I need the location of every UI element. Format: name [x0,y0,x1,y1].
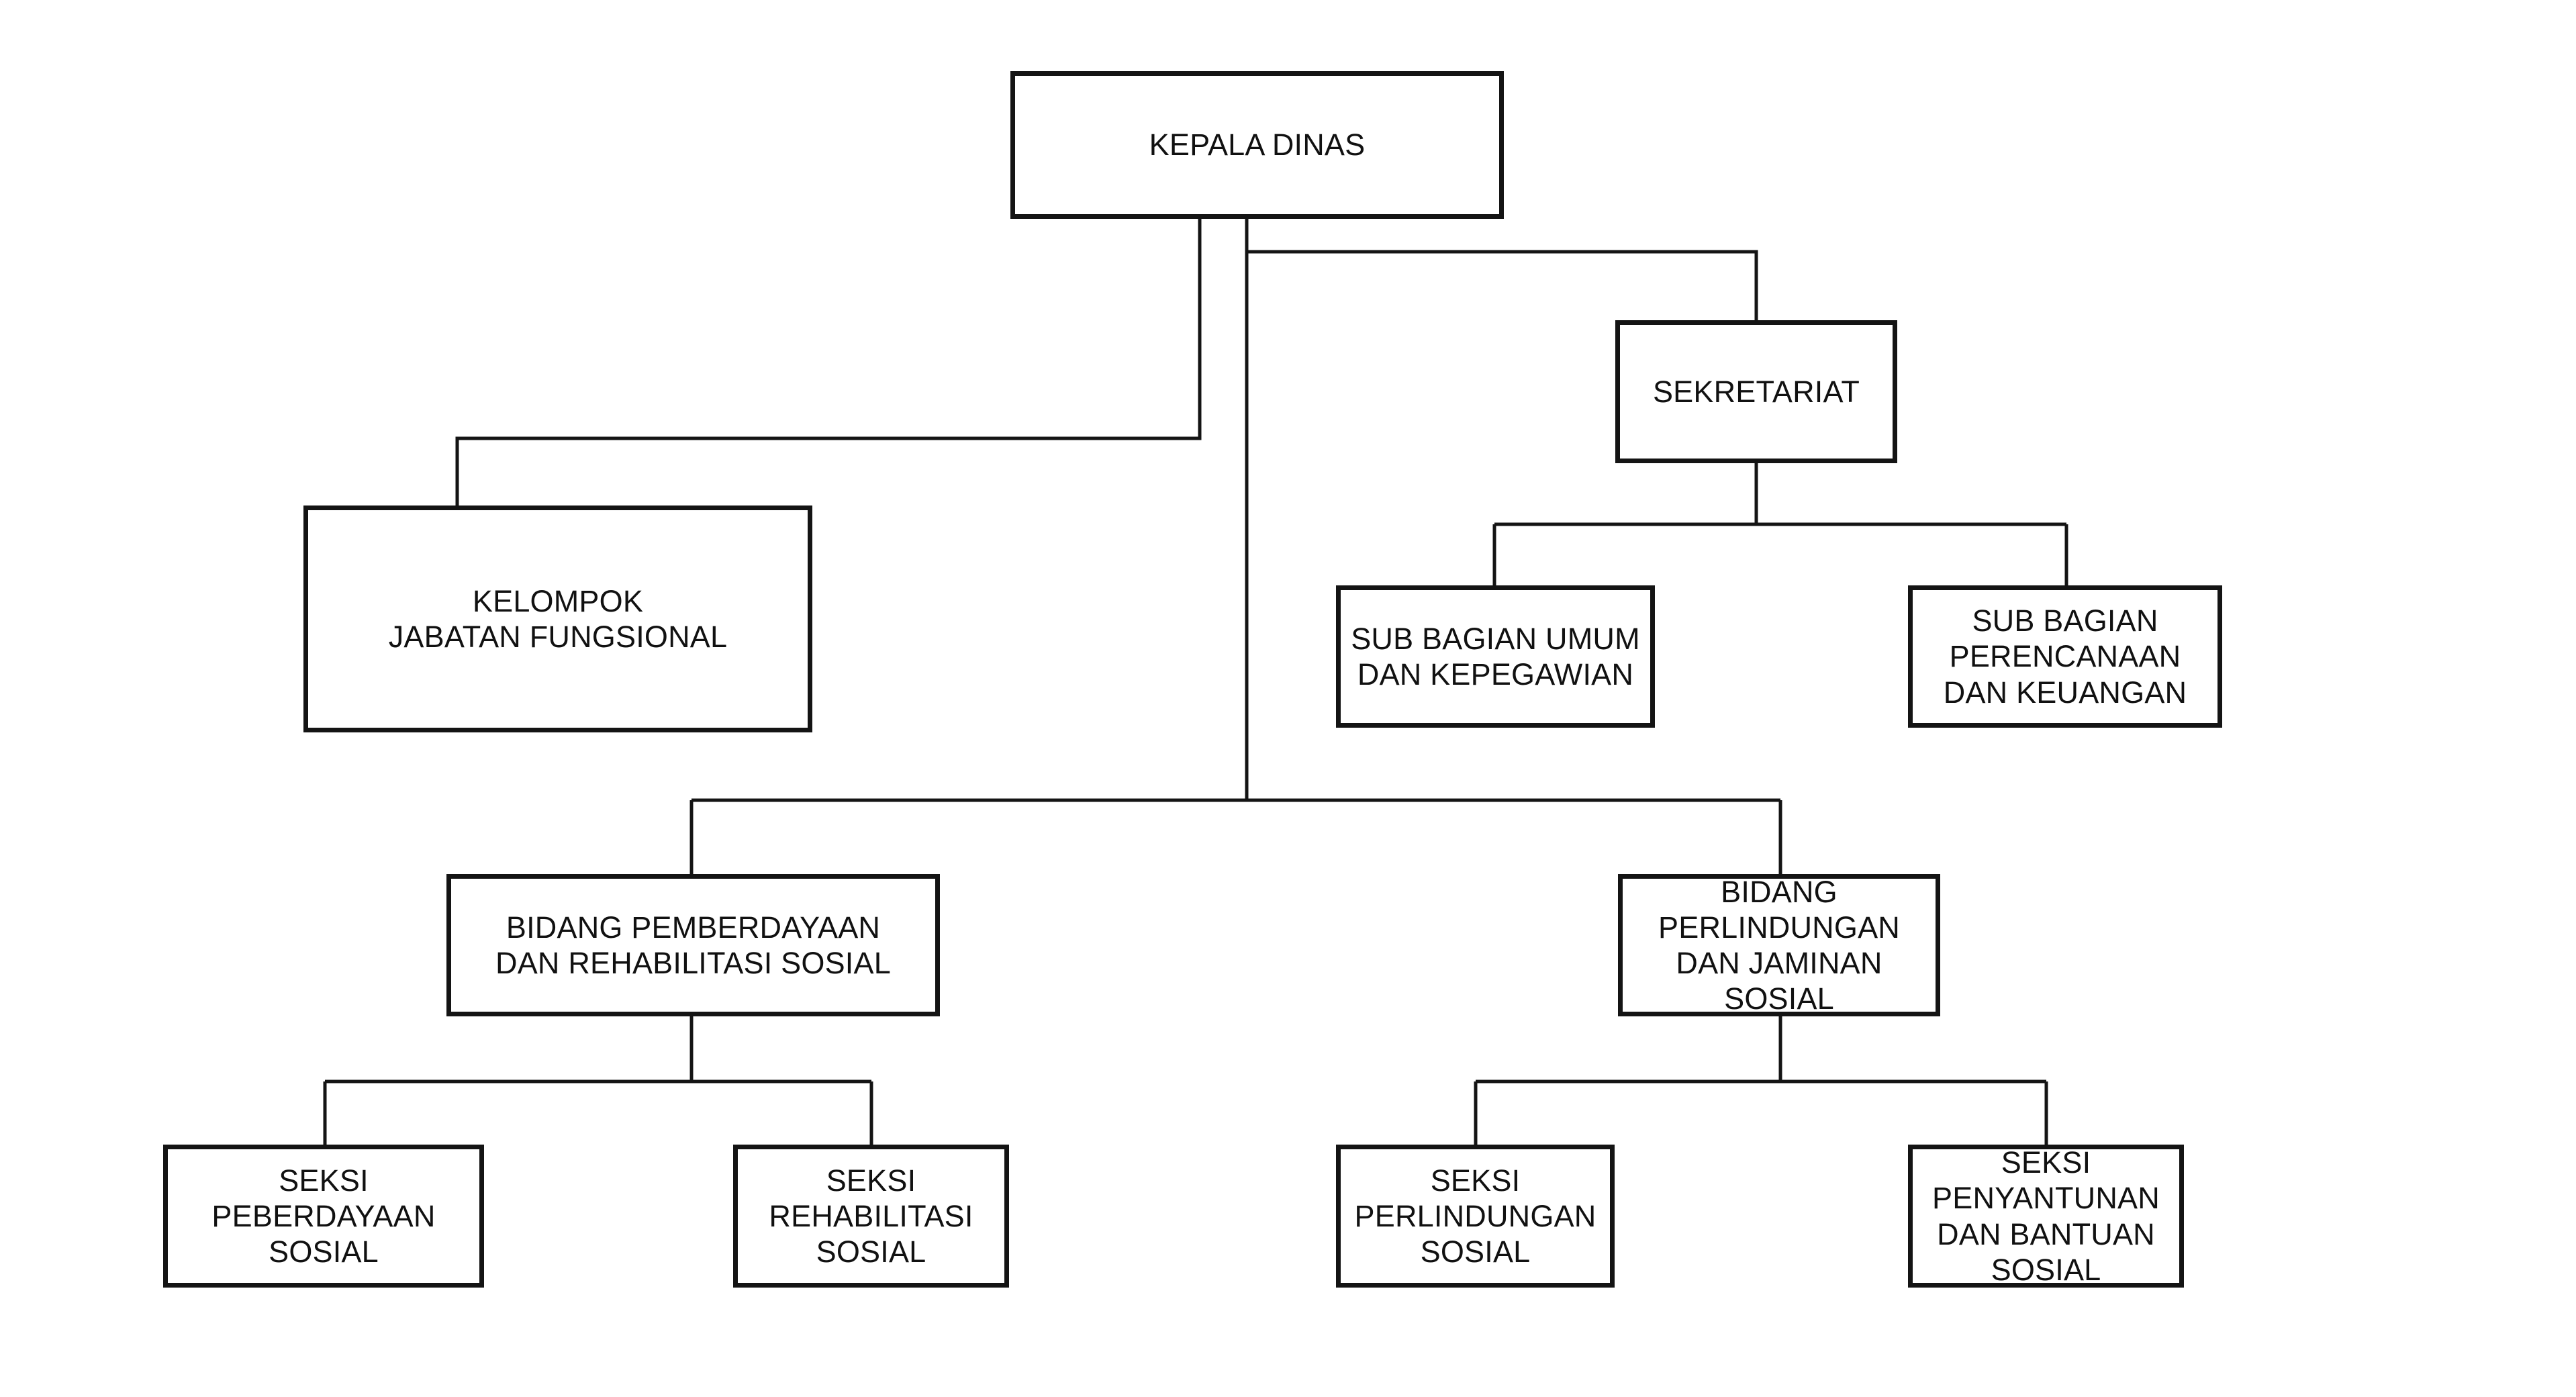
node-sekretariat[interactable]: SEKRETARIAT [1615,320,1897,463]
node-sub-bagian-umum-label: SUB BAGIAN UMUM DAN KEPEGAWIAN [1351,621,1640,691]
node-kepala-dinas[interactable]: KEPALA DINAS [1010,71,1504,219]
node-kelompok-jabatan-fungsional[interactable]: KELOMPOK JABATAN FUNGSIONAL [303,505,812,732]
edge-kepala-to-kelompok [455,219,1202,505]
node-bidang-perlindungan[interactable]: BIDANG PERLINDUNGAN DAN JAMINAN SOSIAL [1618,874,1940,1016]
node-seksi-peberdayaan-sosial-label: SEKSI PEBERDAYAAN SOSIAL [211,1163,436,1269]
node-seksi-rehabilitasi-sosial[interactable]: SEKSI REHABILITASI SOSIAL [733,1145,1009,1288]
node-kelompok-jabatan-fungsional-label: KELOMPOK JABATAN FUNGSIONAL [388,583,728,654]
node-sub-bagian-perencanaan[interactable]: SUB BAGIAN PERENCANAAN DAN KEUANGAN [1908,585,2222,728]
node-seksi-perlindungan-sosial[interactable]: SEKSI PERLINDUNGAN SOSIAL [1336,1145,1615,1288]
node-seksi-peberdayaan-sosial[interactable]: SEKSI PEBERDAYAAN SOSIAL [163,1145,484,1288]
node-kepala-dinas-label: KEPALA DINAS [1149,128,1366,162]
node-seksi-perlindungan-sosial-label: SEKSI PERLINDUNGAN SOSIAL [1354,1163,1596,1269]
node-seksi-penyantunan[interactable]: SEKSI PENYANTUNAN DAN BANTUAN SOSIAL [1908,1145,2184,1288]
node-seksi-penyantunan-label: SEKSI PENYANTUNAN DAN BANTUAN SOSIAL [1932,1145,2160,1287]
edge-kepala-to-sekretariat [1247,250,1758,320]
node-sub-bagian-umum[interactable]: SUB BAGIAN UMUM DAN KEPEGAWIAN [1336,585,1655,728]
node-bidang-pemberdayaan-label: BIDANG PEMBERDAYAAN DAN REHABILITASI SOS… [495,910,891,980]
node-sekretariat-label: SEKRETARIAT [1652,374,1860,409]
node-seksi-rehabilitasi-sosial-label: SEKSI REHABILITASI SOSIAL [769,1163,973,1269]
node-bidang-perlindungan-label: BIDANG PERLINDUNGAN DAN JAMINAN SOSIAL [1658,874,1900,1016]
node-bidang-pemberdayaan[interactable]: BIDANG PEMBERDAYAAN DAN REHABILITASI SOS… [446,874,940,1016]
node-sub-bagian-perencanaan-label: SUB BAGIAN PERENCANAAN DAN KEUANGAN [1943,604,2187,710]
